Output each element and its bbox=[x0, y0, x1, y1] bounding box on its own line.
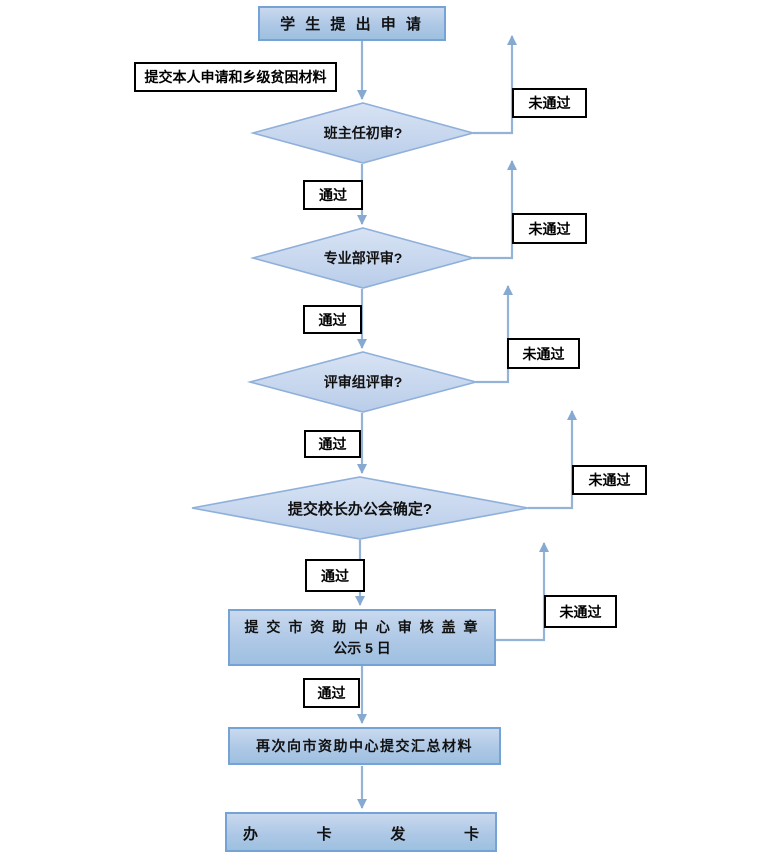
resubmit-node-label: 再次向市资助中心提交汇总材料 bbox=[256, 738, 473, 754]
edge-fail-5 bbox=[496, 542, 549, 642]
decision-2-diamond bbox=[249, 227, 477, 289]
audit-node-line1: 提 交 市 资 助 中 心 审 核 盖 章 bbox=[244, 619, 480, 636]
fail-label-4: 未通过 bbox=[572, 465, 647, 495]
decision-1-label: 班主任初审? bbox=[323, 125, 403, 141]
decision-4-label: 提交校长办公会确定? bbox=[287, 500, 433, 518]
fail-label-3: 未通过 bbox=[507, 338, 580, 369]
decision-4-diamond bbox=[191, 476, 529, 540]
pass-label-2: 通过 bbox=[303, 305, 362, 334]
decision-3-diamond bbox=[246, 351, 480, 413]
resubmit-node: 再次向市资助中心提交汇总材料 bbox=[228, 727, 501, 765]
start-node: 学 生 提 出 申 请 bbox=[258, 6, 446, 41]
decision-1-diamond bbox=[249, 102, 477, 164]
pass-label-5: 通过 bbox=[303, 678, 360, 708]
decision-3-label: 评审组评审? bbox=[323, 374, 403, 390]
final-node: 办 卡 发 卡 bbox=[225, 812, 497, 852]
fail-label-1: 未通过 bbox=[512, 88, 587, 118]
fail-label-2: 未通过 bbox=[512, 213, 587, 244]
pass-label-1: 通过 bbox=[303, 180, 363, 210]
fail-label-5: 未通过 bbox=[544, 595, 617, 628]
attachment-note: 提交本人申请和乡级贫困材料 bbox=[134, 62, 337, 92]
attachment-note-label: 提交本人申请和乡级贫困材料 bbox=[144, 69, 327, 85]
edge-fail-2 bbox=[473, 160, 517, 260]
edge-fail-3 bbox=[476, 285, 513, 384]
edge-fail-4 bbox=[528, 410, 577, 510]
start-node-label: 学 生 提 出 申 请 bbox=[280, 16, 424, 33]
audit-node-line2: 公示 5 日 bbox=[333, 639, 391, 656]
pass-label-4: 通过 bbox=[305, 559, 365, 592]
decision-2-label: 专业部评审? bbox=[323, 250, 403, 266]
edge-fail-1 bbox=[473, 35, 517, 135]
audit-node: 提 交 市 资 助 中 心 审 核 盖 章 公示 5 日 bbox=[228, 609, 496, 666]
pass-label-3: 通过 bbox=[304, 430, 361, 458]
